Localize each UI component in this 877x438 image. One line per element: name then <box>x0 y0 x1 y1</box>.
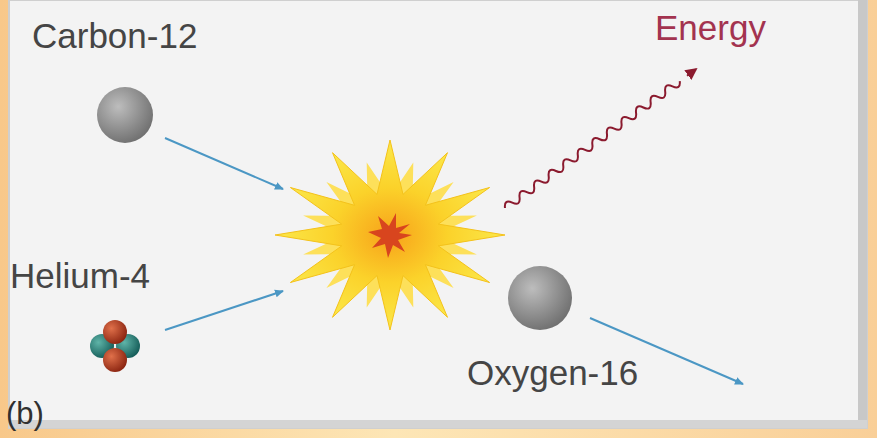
panel-border <box>9 0 867 428</box>
panel-bevel <box>9 420 867 428</box>
panel-bevel <box>858 0 867 428</box>
carbon-nucleus <box>97 87 153 143</box>
panel-letter: (b) <box>6 398 44 429</box>
helium-nucleus <box>90 320 140 372</box>
energy-label: Energy <box>655 10 766 45</box>
panel <box>9 0 867 428</box>
nucleus-label: Carbon-12 <box>32 18 197 53</box>
oxygen-nucleus <box>508 266 572 330</box>
nucleus-label: Helium-4 <box>10 258 150 293</box>
fusion-burst <box>275 140 505 330</box>
nucleus-label: Oxygen-16 <box>467 355 638 390</box>
motion-arrow <box>165 291 283 330</box>
energy-wave <box>503 66 699 211</box>
burst-core <box>368 213 412 258</box>
motion-arrow <box>165 138 283 189</box>
